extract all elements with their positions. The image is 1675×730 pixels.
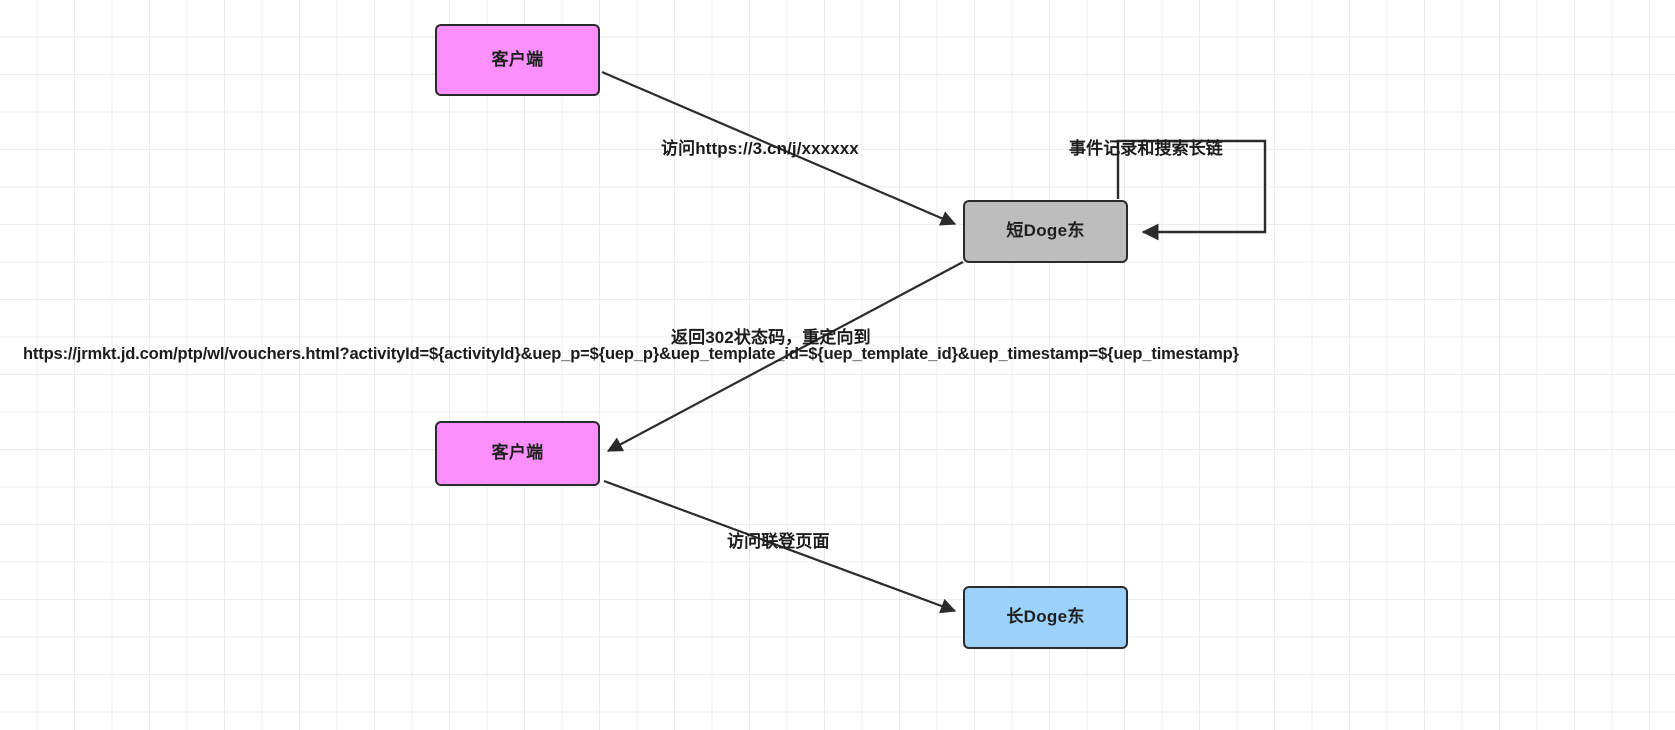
node-client-bottom[interactable]: 客户端 xyxy=(435,421,600,486)
edge-label-self-loop: 事件记录和搜索长链 xyxy=(1069,139,1223,158)
node-label: 长Doge东 xyxy=(1006,607,1085,627)
node-client-top[interactable]: 客户端 xyxy=(435,24,600,96)
node-label: 客户端 xyxy=(491,49,544,69)
node-label: 客户端 xyxy=(491,443,544,463)
edge-label-redirect-status: 返回302状态码，重定向到 xyxy=(671,328,871,347)
edge-label-redirect-url: https://jrmkt.jd.com/ptp/wl/vouchers.htm… xyxy=(23,345,1239,363)
node-short-doge[interactable]: 短Doge东 xyxy=(963,200,1128,263)
node-label: 短Doge东 xyxy=(1006,221,1085,241)
edge-label-visit-landing: 访问联登页面 xyxy=(727,532,830,551)
edge-label-visit-short: 访问https://3.cn/j/xxxxxx xyxy=(661,139,859,158)
node-long-doge[interactable]: 长Doge东 xyxy=(963,586,1128,649)
